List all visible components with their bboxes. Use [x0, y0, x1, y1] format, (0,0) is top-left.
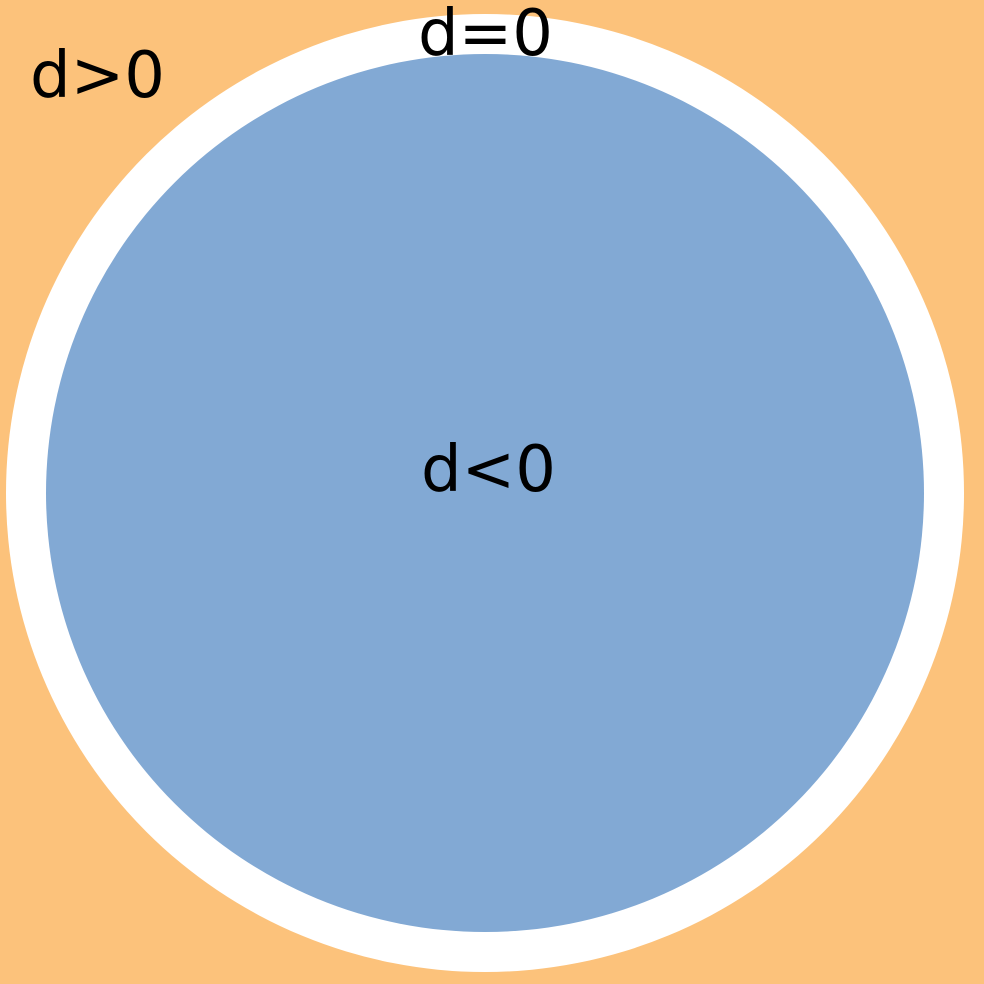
boundary-label: d=0: [418, 0, 553, 71]
outside-label: d>0: [30, 39, 165, 113]
inside-label: d<0: [421, 433, 556, 507]
inside-region: [46, 54, 924, 932]
